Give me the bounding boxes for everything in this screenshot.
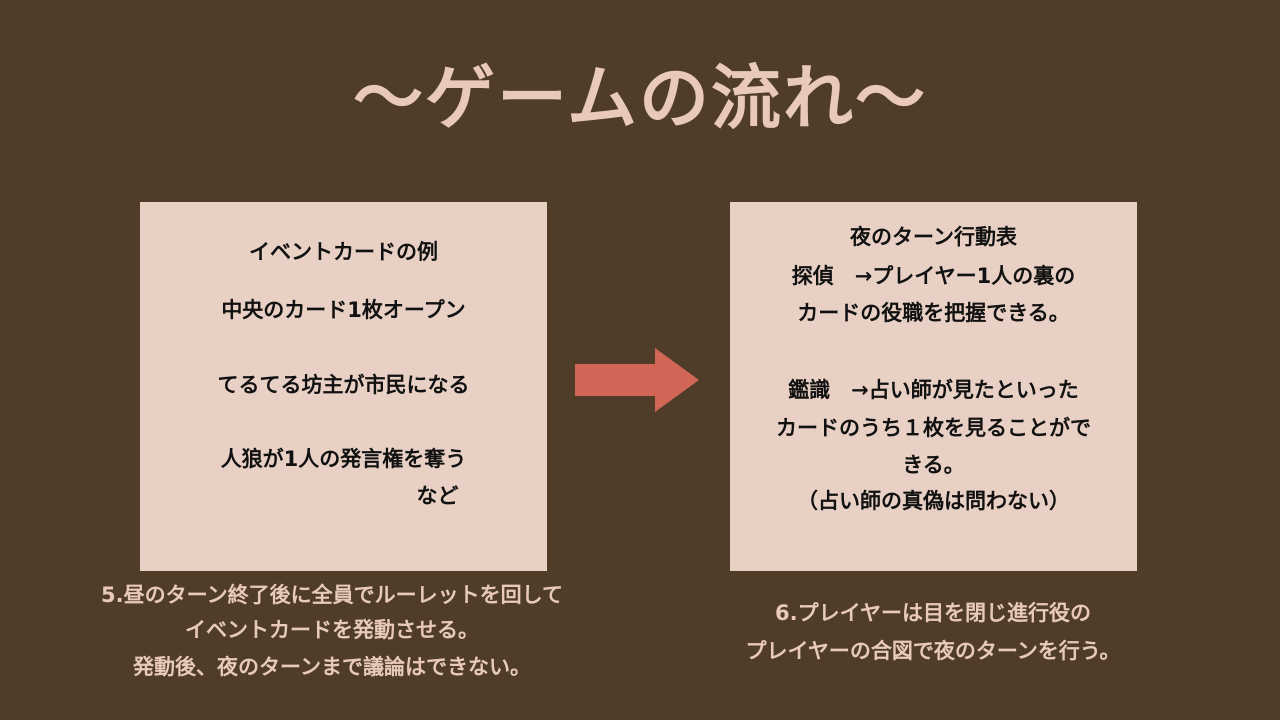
example-item: 中央のカード1枚オープン — [221, 298, 466, 322]
box-heading: イベントカードの例 — [249, 240, 438, 264]
action-line: きる。 — [902, 453, 965, 477]
example-etc: など — [416, 484, 459, 508]
step6-caption-line: プレイヤーの合図で夜のターンを行う。 — [745, 639, 1121, 663]
step5-caption-line: 5.昼のターン終了後に全員でルーレットを回して — [101, 583, 563, 607]
night-turn-action-box: 夜のターン行動表 探偵 →プレイヤー1人の裏の カードの役職を把握できる。 鑑識… — [730, 202, 1137, 571]
right-arrow-icon — [575, 348, 699, 412]
action-line: 探偵 →プレイヤー1人の裏の — [791, 264, 1076, 288]
action-line: カードの役職を把握できる。 — [797, 301, 1070, 325]
example-item: てるてる坊主が市民になる — [217, 373, 470, 397]
step5-caption-line: 発動後、夜のターンまで議論はできない。 — [133, 655, 531, 679]
step6-caption-line: 6.プレイヤーは目を閉じ進行役の — [775, 601, 1091, 625]
slide-title: 〜ゲームの流れ〜 — [353, 57, 927, 139]
action-line: カードのうち１枚を見ることがで — [776, 416, 1091, 440]
action-line: 鑑識 →占い師が見たといった — [788, 378, 1079, 402]
box-heading: 夜のターン行動表 — [850, 225, 1017, 249]
action-note: （占い師の真偽は問わない） — [797, 489, 1070, 513]
event-card-examples-box: イベントカードの例 中央のカード1枚オープン てるてる坊主が市民になる 人狼が1… — [140, 202, 547, 571]
step5-caption-line: イベントカードを発動させる。 — [185, 618, 479, 642]
example-item: 人狼が1人の発言権を奪う — [220, 447, 467, 471]
